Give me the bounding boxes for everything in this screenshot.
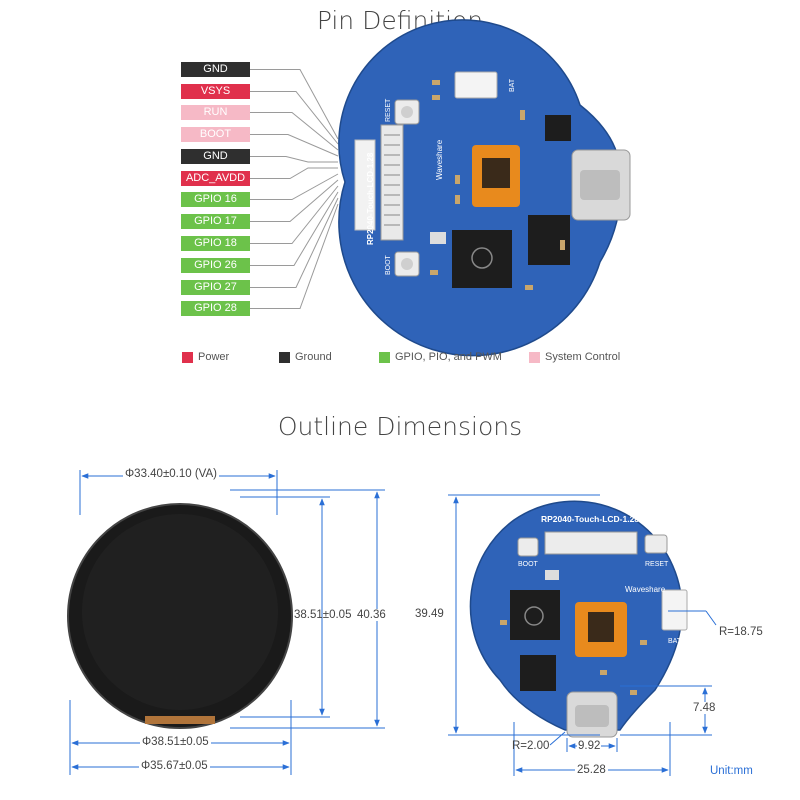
dim-outer-diameter: Φ35.67±0.05 xyxy=(139,760,210,772)
dim-radius-right: R=18.75 xyxy=(719,626,763,638)
dim-board-width: 25.28 xyxy=(575,764,608,776)
dim-inner-height: 38.51±0.05 xyxy=(294,609,352,621)
legend-item-system: System Control xyxy=(529,350,620,364)
pin-gpio-26: GPIO 26 xyxy=(181,258,250,273)
lcd-module-front xyxy=(67,503,293,729)
legend-label-ground: Ground xyxy=(295,351,332,363)
legend-label-power: Power xyxy=(198,351,230,363)
pin-leader-lines xyxy=(250,69,339,309)
board-top-bat: BAT xyxy=(509,78,516,92)
pin-boot: BOOT xyxy=(181,127,250,142)
legend-item-ground: Ground xyxy=(279,350,332,364)
dim-outer-height: 40.36 xyxy=(357,609,386,621)
dim-unit: Unit:mm xyxy=(710,765,753,777)
board-top-boot: BOOT xyxy=(385,254,392,275)
dim-usb-radius: R=2.00 xyxy=(512,740,550,752)
legend-swatch-gpio xyxy=(379,351,390,363)
board-bottom-bat: BAT xyxy=(668,638,682,645)
pin-gpio-17: GPIO 17 xyxy=(181,214,250,229)
board-top-brand: Waveshare xyxy=(435,139,444,180)
board-bottom-brand: Waveshare xyxy=(625,585,666,594)
legend-label-gpio: GPIO, PIO, and PWM xyxy=(395,351,502,363)
dim-inner-diameter: Φ38.51±0.05 xyxy=(140,736,211,748)
pin-gnd-2: GND xyxy=(181,149,250,164)
board-bottom-reset: RESET xyxy=(645,561,669,568)
legend-swatch-system xyxy=(529,351,540,363)
legend-swatch-power xyxy=(182,351,193,363)
pin-run: RUN xyxy=(181,105,250,120)
pin-gpio-28: GPIO 28 xyxy=(181,301,250,316)
dim-usb-offset: 9.92 xyxy=(577,740,602,752)
dim-va-diameter: Φ33.40±0.10 (VA) xyxy=(123,468,219,480)
pin-vsys: VSYS xyxy=(181,84,250,99)
legend-item-power: Power xyxy=(182,350,229,364)
dim-usb-height: 7.48 xyxy=(693,702,716,714)
pin-gpio-18: GPIO 18 xyxy=(181,236,250,251)
board-bottom-view: RP2040-Touch-LCD-1.28 Waveshare BOOT RES… xyxy=(469,500,688,738)
board-bottom-boot: BOOT xyxy=(518,561,539,568)
outline-dimensions-title: Outline Dimensions xyxy=(277,412,523,441)
pin-gnd-1: GND xyxy=(181,62,250,77)
pin-gpio-16: GPIO 16 xyxy=(181,192,250,207)
pin-gpio-27: GPIO 27 xyxy=(181,280,250,295)
dim-board-height: 39.49 xyxy=(415,608,444,620)
board-top-reset: RESET xyxy=(385,98,392,122)
board-top-model: RP2040-Touch-LCD-1.28 xyxy=(366,152,375,245)
legend-item-gpio: GPIO, PIO, and PWM xyxy=(379,350,502,364)
legend-swatch-ground xyxy=(279,351,290,363)
board-dimension-lines xyxy=(448,494,717,776)
legend-label-system: System Control xyxy=(545,351,621,363)
board-top-view: Waveshare RP2040-Touch-LCD-1.28 RESET BO… xyxy=(338,19,631,357)
pin-adc-avdd: ADC_AVDD xyxy=(181,171,250,186)
board-bottom-model: RP2040-Touch-LCD-1.28 xyxy=(541,514,639,524)
lcd-dimension-lines xyxy=(69,470,385,775)
